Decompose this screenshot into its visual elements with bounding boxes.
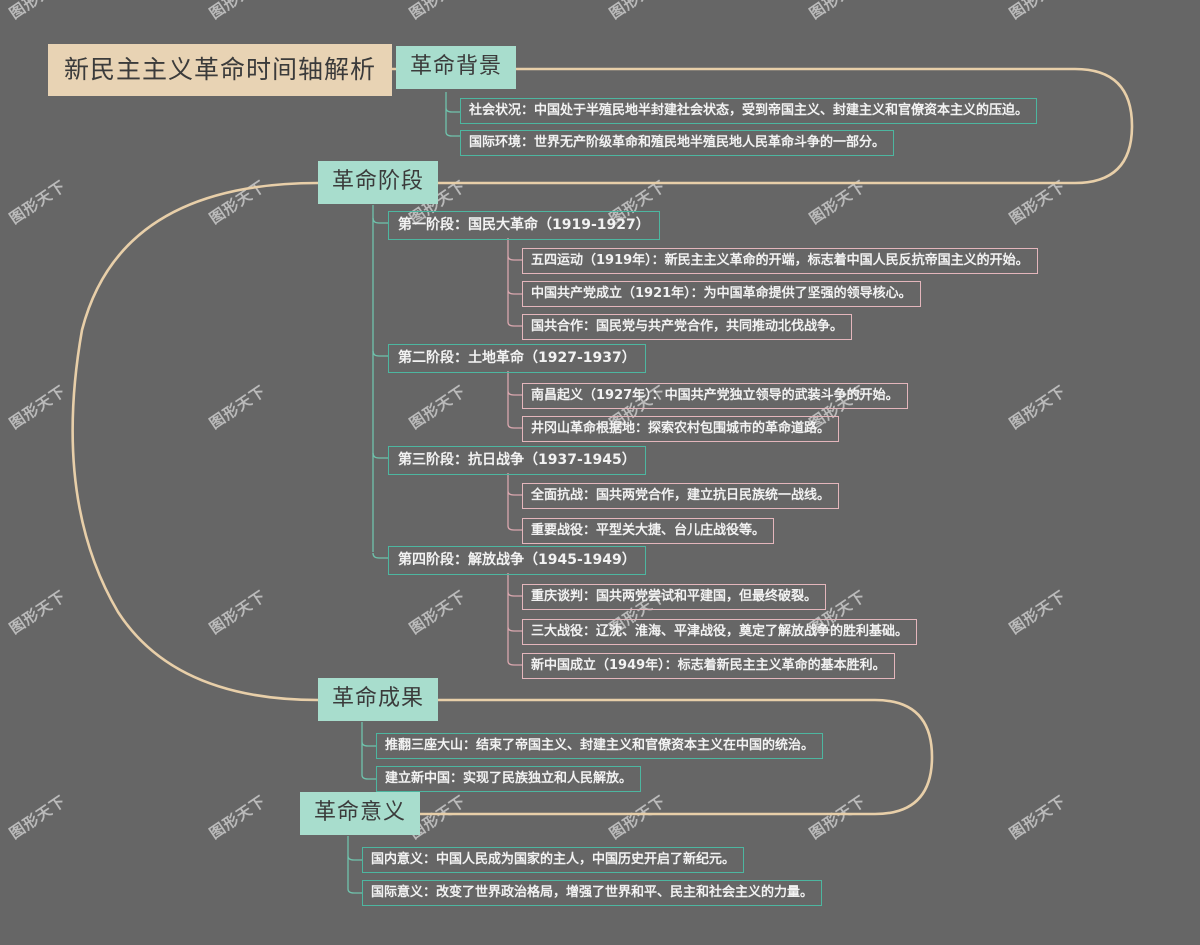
spine-background-to-stages	[421, 67, 1134, 185]
stage-node-2[interactable]: 第二阶段：土地革命（1927-1937）	[388, 344, 646, 373]
leaf-node-cpc-founding[interactable]: 中国共产党成立（1921年）：为中国革命提供了坚强的领导核心。	[522, 281, 921, 307]
leaf-node-international-significance[interactable]: 国际意义：改变了世界政治格局，增强了世界和平、民主和社会主义的力量。	[362, 880, 823, 906]
spine-achievements-to-significance	[410, 698, 934, 816]
branch-node-significance[interactable]: 革命意义	[300, 792, 421, 835]
leaf-node-chongqing-negotiations[interactable]: 重庆谈判：国共两党尝试和平建国，但最终破裂。	[522, 584, 827, 610]
link-achievements-children	[361, 722, 376, 780]
leaf-node-social-situation[interactable]: 社会状况：中国处于半殖民地半封建社会状态，受到帝国主义、封建主义和官僚资本主义的…	[460, 98, 1038, 124]
leaf-node-domestic-significance[interactable]: 国内意义：中国人民成为国家的主人，中国历史开启了新纪元。	[362, 847, 745, 873]
leaf-node-nanchang-uprising[interactable]: 南昌起义（1927年）：中国共产党独立领导的武装斗争的开始。	[522, 383, 908, 409]
root-node[interactable]: 新民主主义革命时间轴解析	[48, 44, 393, 96]
leaf-node-jinggangshan-base[interactable]: 井冈山革命根据地：探索农村包围城市的革命道路。	[522, 416, 840, 442]
leaf-node-three-campaigns[interactable]: 三大战役：辽沈、淮海、平津战役，奠定了解放战争的胜利基础。	[522, 619, 918, 645]
link-stage-1	[372, 217, 388, 224]
spine-stages-to-achievements	[71, 181, 320, 702]
link-significance-children	[347, 836, 362, 894]
branch-node-background[interactable]: 革命背景	[396, 46, 517, 89]
stage-node-1[interactable]: 第一阶段：国民大革命（1919-1927）	[388, 211, 660, 240]
link-stage-2	[372, 350, 388, 357]
leaf-node-new-china[interactable]: 建立新中国：实现了民族独立和人民解放。	[376, 766, 642, 792]
branch-node-achievements[interactable]: 革命成果	[318, 678, 439, 721]
stage-node-4[interactable]: 第四阶段：解放战争（1945-1949）	[388, 546, 646, 575]
leaf-node-prc-founding[interactable]: 新中国成立（1949年）：标志着新民主主义革命的基本胜利。	[522, 653, 895, 679]
link-stage4-children	[507, 573, 522, 666]
leaf-node-key-battles[interactable]: 重要战役：平型关大捷、台儿庄战役等。	[522, 518, 775, 544]
link-stage-4	[372, 552, 388, 559]
link-stage2-children	[507, 371, 522, 429]
branch-node-stages[interactable]: 革命阶段	[318, 161, 439, 204]
link-stage-3	[372, 452, 388, 459]
leaf-node-full-resistance-war[interactable]: 全面抗战：国共两党合作，建立抗日民族统一战线。	[522, 483, 840, 509]
leaf-node-overthrow-three-mountains[interactable]: 推翻三座大山：结束了帝国主义、封建主义和官僚资本主义在中国的统治。	[376, 733, 824, 759]
leaf-node-international-environment[interactable]: 国际环境：世界无产阶级革命和殖民地半殖民地人民革命斗争的一部分。	[460, 130, 895, 156]
link-background-children	[445, 92, 460, 137]
stage-node-3[interactable]: 第三阶段：抗日战争（1937-1945）	[388, 446, 646, 475]
link-stage3-children	[507, 473, 522, 531]
link-stage1-children	[507, 238, 522, 327]
leaf-node-kmt-cpc-cooperation[interactable]: 国共合作：国民党与共产党合作，共同推动北伐战争。	[522, 314, 853, 340]
leaf-node-may-fourth[interactable]: 五四运动（1919年）：新民主主义革命的开端，标志着中国人民反抗帝国主义的开始。	[522, 248, 1038, 274]
